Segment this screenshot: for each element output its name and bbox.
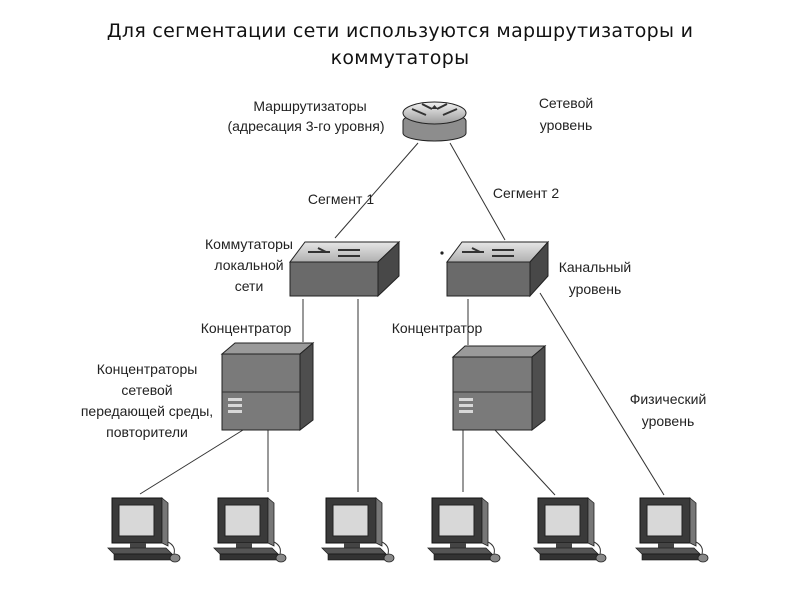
segment1-label: Сегмент 1 (308, 191, 374, 207)
segment2-label: Сегмент 2 (493, 185, 559, 201)
computer-icon-1 (107, 497, 181, 563)
switch-icon-left (289, 240, 401, 298)
hub-label-left: Концентратор (201, 320, 292, 336)
physical-level-label-1: Физический (630, 391, 707, 407)
computer-icon-5 (533, 497, 607, 563)
switches-label-1: Коммутаторы (205, 236, 293, 252)
link-router-switch2 (449, 142, 506, 241)
dot-mark (440, 251, 444, 255)
computers (107, 497, 709, 563)
hubs-label-2: сетевой (121, 382, 172, 398)
router-icon (402, 101, 467, 142)
router-label-1: Маршрутизаторы (253, 98, 366, 114)
hubs-label-3: передающей среды, (81, 403, 213, 419)
diagram-labels: Маршрутизаторы (адресация 3-го уровня) С… (81, 95, 706, 440)
network-level-label-1: Сетевой (539, 95, 593, 111)
switches-label-2: локальной (214, 257, 283, 273)
computer-icon-4 (427, 497, 501, 563)
physical-level-label-2: уровень (642, 413, 695, 429)
connection-lines (139, 142, 665, 496)
computer-icon-2 (213, 497, 287, 563)
link-level-label-2: уровень (569, 281, 622, 297)
link-switch2-pc6 (539, 292, 665, 496)
link-hub2-pc5 (494, 429, 556, 496)
link-level-label-1: Канальный (559, 259, 632, 275)
computer-icon-6 (635, 497, 709, 563)
hubs-label-4: повторители (106, 424, 188, 440)
hub-label-right: Концентратор (392, 320, 483, 336)
computer-icon-3 (321, 497, 395, 563)
router-label-2: (адресация 3-го уровня) (227, 118, 384, 134)
switch-icon-right (446, 240, 550, 298)
link-hub1-pc1 (139, 429, 244, 495)
hub-icon-right (451, 344, 547, 432)
hubs-label-1: Концентраторы (97, 361, 198, 377)
hub-icon-left (220, 341, 315, 432)
switches-label-3: сети (235, 278, 264, 294)
network-level-label-2: уровень (540, 117, 593, 133)
slide-title: Для сегментации сети используются маршру… (106, 20, 694, 69)
link-router-switch1 (334, 142, 419, 239)
